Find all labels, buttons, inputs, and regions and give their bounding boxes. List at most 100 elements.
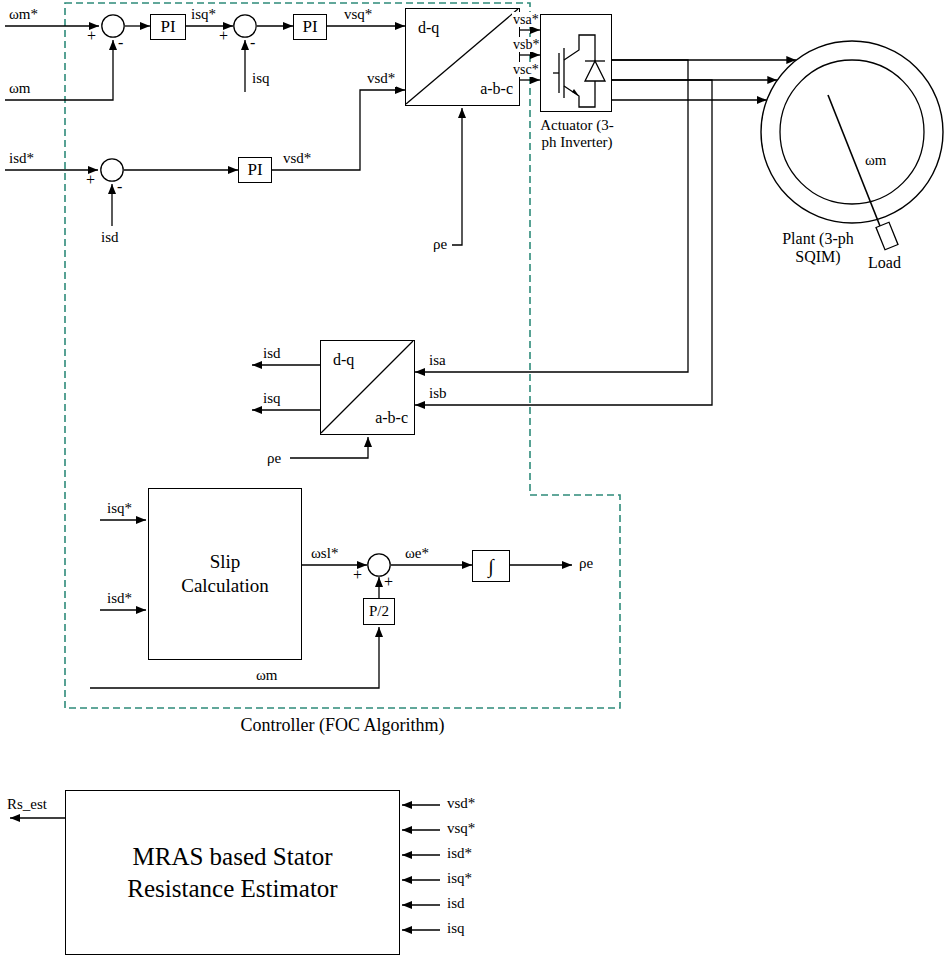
- block-caption: Plant (3-ph SQIM): [762, 230, 874, 267]
- signal-label: vsq*: [446, 820, 476, 837]
- signal-wire: [510, 564, 572, 565]
- block-caption: Load: [868, 254, 901, 272]
- load-block: Load: [872, 222, 904, 250]
- signal-label: ωsl*: [310, 545, 339, 562]
- signal-label: vsd*: [446, 795, 476, 812]
- signal-arrow: [186, 25, 233, 26]
- block-label: P/2: [369, 603, 389, 620]
- block-label: ∫: [488, 555, 493, 577]
- signal-wire: [252, 409, 320, 410]
- signal-label: ρe: [578, 555, 594, 572]
- signal-arrow: [125, 25, 150, 26]
- transform-block: d-q a-b-c: [405, 8, 520, 106]
- signal-label: vsd*: [366, 70, 396, 87]
- load-symbol: [876, 222, 898, 249]
- block-label: PI: [160, 18, 175, 37]
- signal-label: vsd*: [282, 150, 312, 167]
- igbt-stroke: [564, 35, 595, 61]
- signal-label: vsc*: [512, 62, 540, 77]
- rotor-circle: [780, 60, 924, 204]
- signal-wire: [100, 609, 146, 610]
- signal-arrow: [520, 54, 540, 55]
- signal-wire: [5, 169, 98, 170]
- igbt-stroke: [563, 48, 564, 98]
- block-label: Slip Calculation: [170, 550, 280, 598]
- block-box: ∫: [472, 550, 510, 582]
- signal-arrow: [302, 564, 367, 565]
- block-label: MRAS based Stator Resistance Estimator: [113, 841, 353, 904]
- signal-label: vsb*: [512, 37, 540, 52]
- diagonal-line: [406, 9, 518, 104]
- transform-label: a-b-c: [375, 409, 408, 427]
- signal-arrow: [272, 90, 405, 170]
- signal-label: isq*: [446, 870, 473, 887]
- inverter-block: Actuator (3-ph Inverter): [540, 14, 612, 112]
- signal-label: isq*: [190, 6, 217, 23]
- signal-label: isd: [100, 229, 120, 246]
- signal-label: isd: [262, 345, 282, 362]
- signal-arrow: [257, 25, 293, 26]
- signal-label: isq: [446, 920, 466, 937]
- signal-label: ρe: [266, 450, 282, 467]
- signal-label: ωe*: [404, 545, 430, 562]
- transform-block: d-q a-b-c: [320, 340, 415, 435]
- signal-arrow: [124, 169, 238, 170]
- signal-label: isq*: [106, 500, 133, 517]
- signal-label: ωm: [864, 152, 888, 169]
- signal-label: isd*: [446, 845, 473, 862]
- summing-circle: [368, 554, 390, 576]
- sign-label: -: [118, 34, 123, 52]
- signal-wire: [100, 519, 146, 520]
- signal-wire: [402, 854, 440, 855]
- signal-wire: [290, 437, 368, 458]
- summing-junction: ++: [367, 553, 391, 577]
- transform-label: a-b-c: [480, 80, 513, 98]
- signal-label: isq: [251, 70, 271, 87]
- transform-label: d-q: [418, 19, 439, 37]
- signal-label: isd*: [8, 150, 35, 167]
- summing-junction: +-: [100, 158, 124, 182]
- signal-arrow: [520, 29, 540, 30]
- signal-wire: [402, 829, 440, 830]
- sign-label: +: [353, 566, 362, 584]
- summing-circle: [102, 15, 124, 37]
- signal-label: ωm: [8, 80, 32, 97]
- region-caption: Controller (FOC Algorithm): [65, 716, 620, 736]
- induction-motor: Plant (3-ph SQIM): [760, 40, 944, 224]
- signal-wire: [402, 904, 440, 905]
- signal-wire: [10, 817, 65, 818]
- igbt-symbol: [553, 35, 605, 107]
- igbt-stroke: [553, 72, 559, 73]
- stator-circle: [761, 41, 943, 223]
- signal-wire: [5, 25, 99, 26]
- igbt-stroke: [558, 53, 559, 93]
- block-label: PI: [302, 18, 317, 37]
- block-box: Slip Calculation: [148, 488, 302, 660]
- shape-outline: [760, 40, 944, 224]
- signal-arrow: [612, 99, 767, 100]
- transform-label: d-q: [333, 351, 354, 369]
- signal-arrow: [378, 577, 379, 598]
- summing-circle: [234, 15, 256, 37]
- signal-label: ωm*: [8, 6, 39, 23]
- controller-outline: [65, 3, 620, 708]
- signal-label: Rs_est: [6, 796, 48, 813]
- block-box: PI: [150, 14, 186, 40]
- igbt-stroke: [564, 81, 595, 107]
- block-box: PI: [238, 157, 272, 183]
- signal-wire: [402, 929, 440, 930]
- signal-wire: [244, 40, 245, 92]
- signal-label: isa: [428, 352, 447, 369]
- sign-label: +: [219, 27, 228, 45]
- signal-label: vsa*: [512, 12, 540, 27]
- signal-label: isd*: [106, 590, 133, 607]
- signal-arrow: [391, 564, 472, 565]
- sign-label: -: [117, 178, 122, 196]
- controller-region: Controller (FOC Algorithm)+-PI+-PId-qa-b…: [65, 3, 620, 708]
- signal-wire: [111, 184, 112, 226]
- signal-wire: [252, 364, 320, 365]
- signal-wire: [402, 804, 440, 805]
- shape-outline: [541, 15, 613, 113]
- diagonal-line: [321, 341, 413, 433]
